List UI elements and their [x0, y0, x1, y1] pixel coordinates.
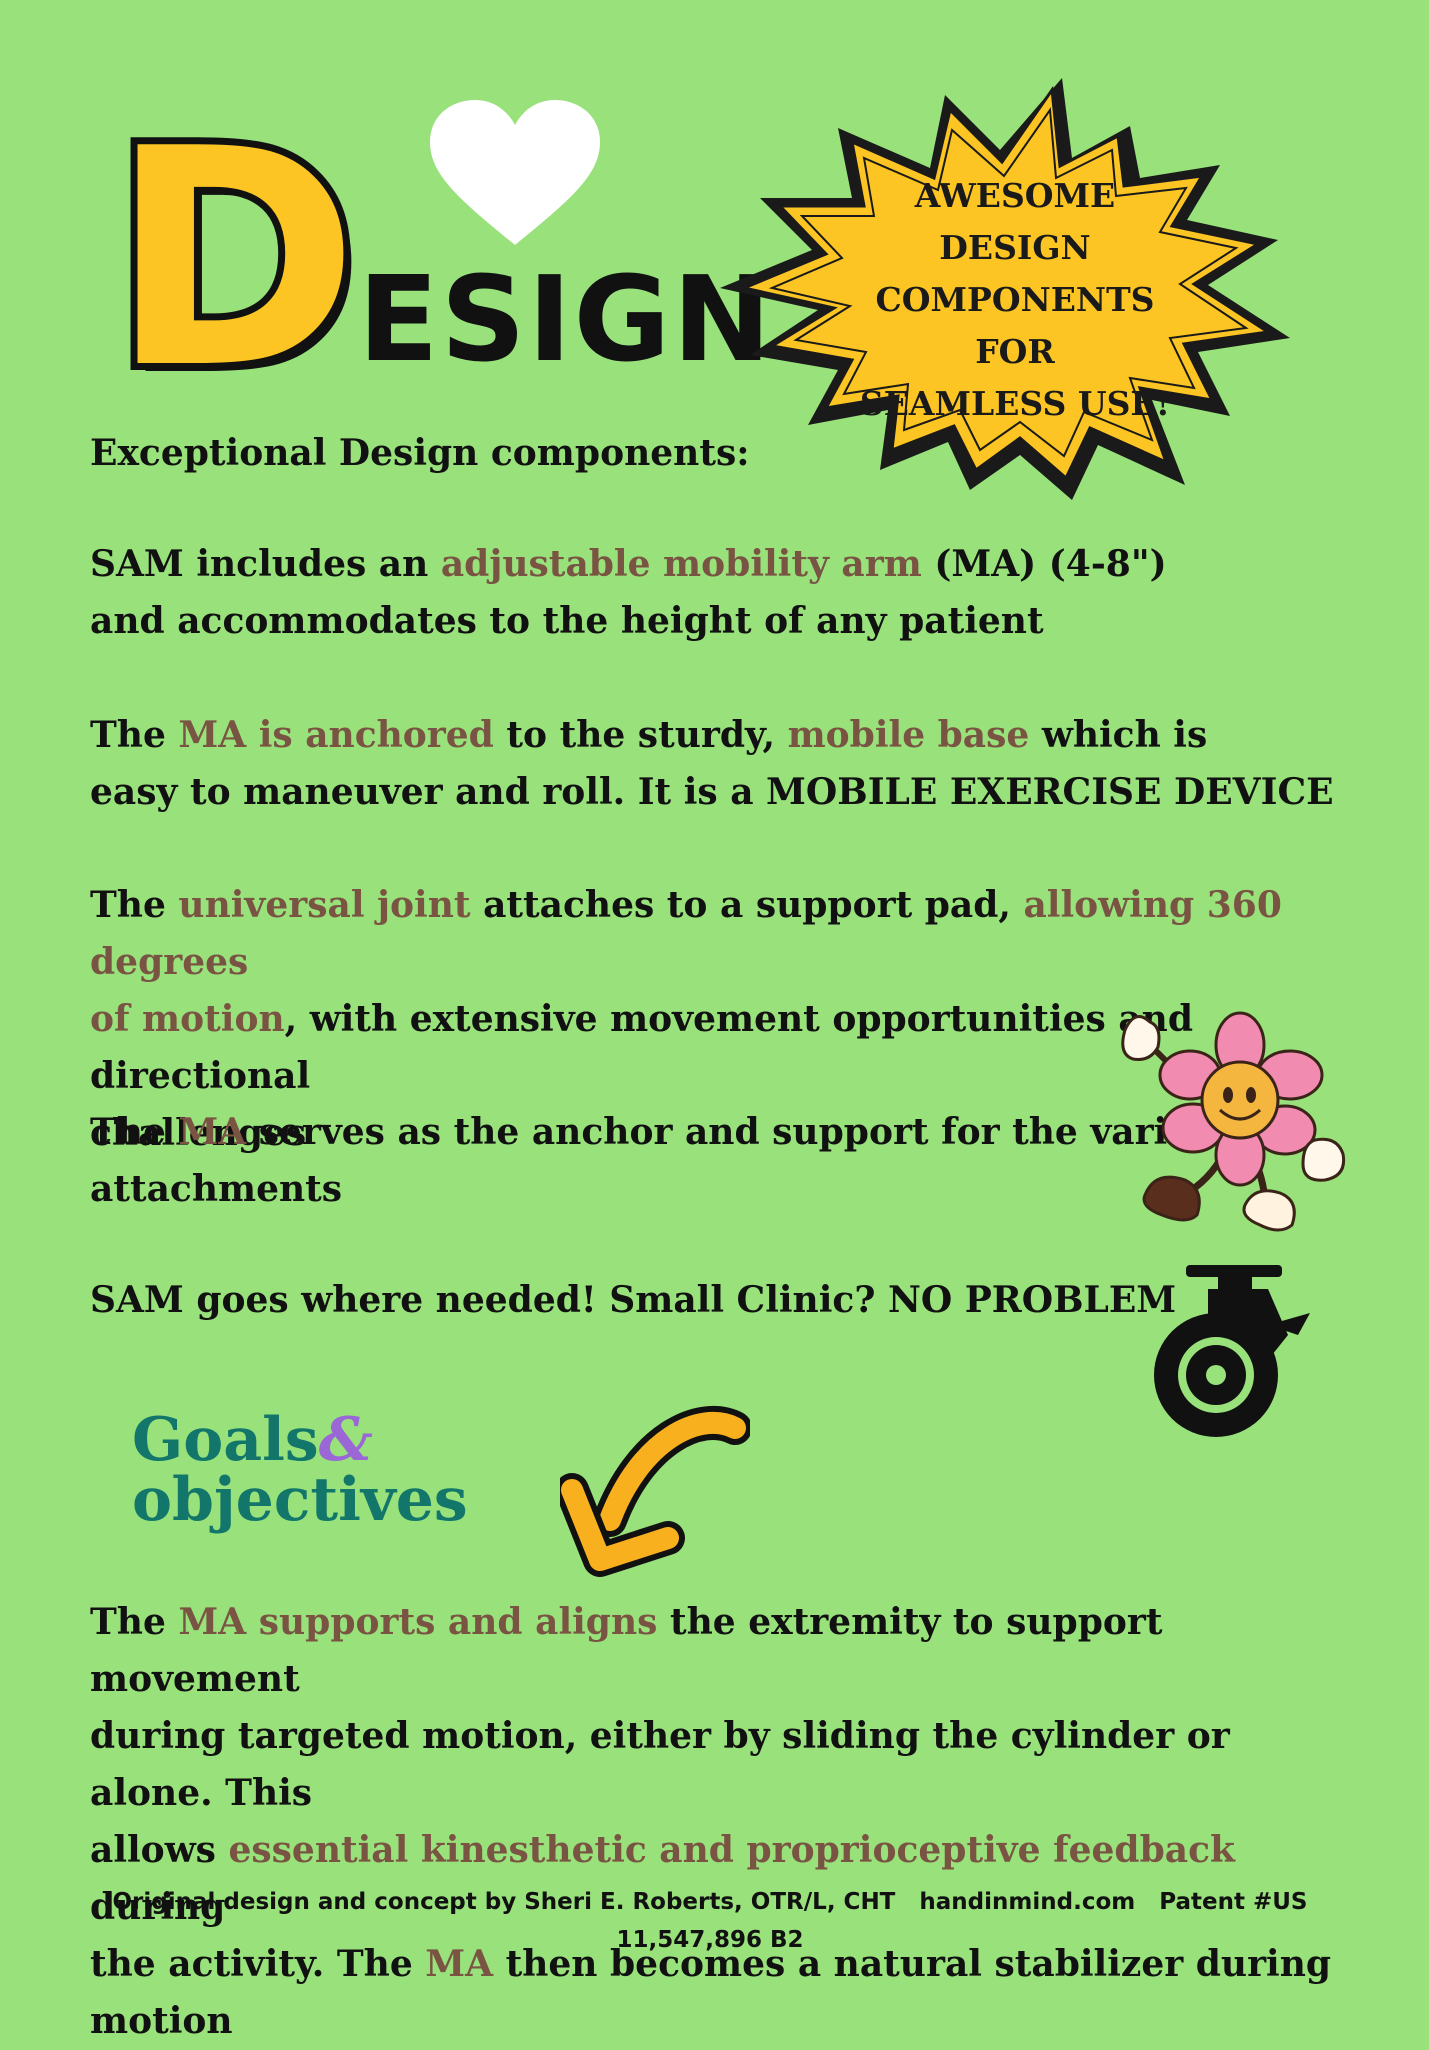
text: challenges — [90, 1112, 307, 1154]
flower-mascot-icon — [1121, 1011, 1346, 1232]
highlight: MA — [425, 1943, 494, 1985]
paragraph-small-clinic: SAM goes where needed! Small Clinic? NO … — [90, 1279, 1177, 1321]
text: during targeted motion, either by slidin… — [90, 1715, 1230, 1814]
highlight: mobile base — [787, 714, 1030, 756]
paragraph-anchor: The MA is anchored to the sturdy, mobile… — [90, 707, 1350, 821]
paragraph-universal-joint: The universal joint attaches to a suppor… — [90, 877, 1350, 1162]
text: SAM includes an — [90, 543, 441, 585]
goals-word: Goals — [132, 1405, 319, 1475]
paragraph-mobility-arm: SAM includes an adjustable mobility arm … — [90, 536, 1350, 650]
badge-text: AWESOME DESIGN COMPONENTS FOR SEAMLESS U… — [830, 170, 1200, 430]
badge-line: AWESOME — [914, 176, 1116, 215]
text: motion — [90, 2000, 233, 2042]
heart-icon — [430, 100, 600, 245]
badge-line: COMPONENTS FOR — [875, 280, 1155, 371]
text: during — [90, 1886, 226, 1928]
badge-line: DESIGN — [939, 228, 1091, 267]
caster-wheel-icon — [1154, 1265, 1310, 1437]
title-initial-letter: D — [103, 85, 366, 434]
footer-line: 11,547,896 B2 — [616, 1927, 804, 1953]
highlight: MA supports and aligns — [178, 1601, 658, 1643]
goals-ampersand: & — [318, 1405, 373, 1475]
highlight: MA is anchored — [178, 714, 494, 756]
text: The — [90, 884, 179, 926]
text: attaches to a support pad, — [470, 884, 1024, 926]
design-title: D ESIGN — [100, 103, 771, 417]
highlight: universal joint — [178, 884, 471, 926]
highlight: MA — [178, 1111, 247, 1153]
text: the extremity to support movement — [90, 1601, 1163, 1700]
paragraph-attachments: The MA serves as the anchor and support … — [90, 1104, 1350, 1218]
starburst-badge — [720, 78, 1290, 500]
intro-heading: Exceptional Design components: — [90, 432, 750, 474]
text: allows — [90, 1829, 229, 1871]
goals-line: Goals& — [132, 1410, 462, 1470]
curved-arrow-icon — [560, 1406, 750, 1577]
text: which is — [1029, 714, 1208, 756]
highlight: adjustable mobility arm — [440, 543, 922, 585]
footer-credits: Original design and concept by Sheri E. … — [60, 1883, 1360, 1959]
footer-line: Original design and concept by Sheri E. … — [112, 1889, 1308, 1915]
text: attachments — [90, 1168, 343, 1210]
highlight: of motion — [90, 998, 285, 1040]
text: easy to maneuver and roll. It is a MOBIL… — [90, 771, 1334, 813]
text: The — [90, 1601, 179, 1643]
highlight: allowing 360 degrees — [90, 884, 1282, 983]
objectives-word: objectives — [132, 1465, 468, 1535]
text: The — [90, 1111, 179, 1153]
text: the activity. The — [90, 1943, 426, 1985]
text: serves as the anchor and support for the… — [246, 1111, 1238, 1153]
paragraph-supports-aligns: The MA supports and aligns the extremity… — [90, 1594, 1350, 2050]
text: then becomes a natural stabilizer during — [493, 1943, 1332, 1985]
text: , with extensive movement opportunities … — [90, 998, 1193, 1097]
text: The — [90, 714, 179, 756]
text: (MA) (4-8") — [921, 543, 1167, 585]
badge-line: SEAMLESS USE! — [859, 384, 1171, 423]
title-rest: ESIGN — [358, 250, 774, 388]
text: and accommodates to the height of any pa… — [90, 600, 1044, 642]
highlight: essential kinesthetic and proprioceptive… — [228, 1829, 1235, 1871]
goals-objectives-logo: Goals& objectives — [132, 1410, 468, 1570]
text: to the sturdy, — [493, 714, 788, 756]
